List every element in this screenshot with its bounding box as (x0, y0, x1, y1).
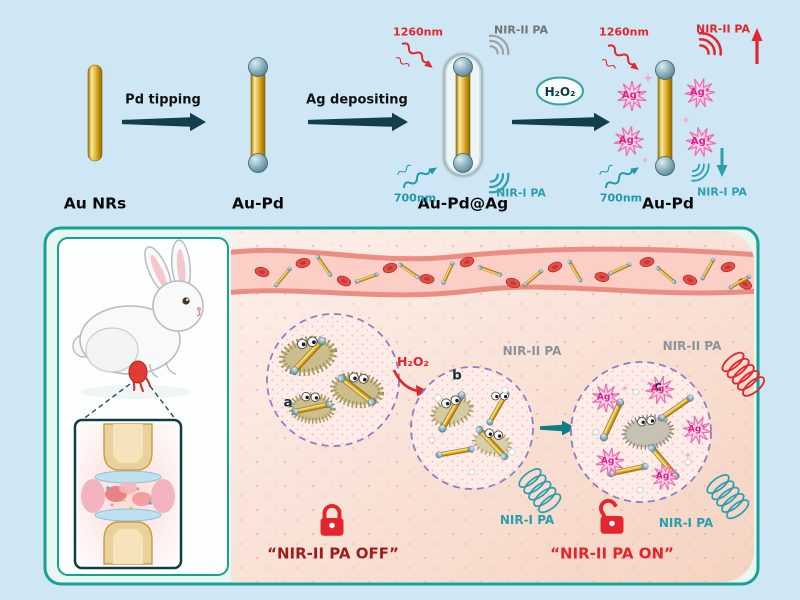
nir2-pa-label-red: NIR-II PA (696, 22, 750, 36)
zoom-pointer-line (81, 383, 131, 421)
degrading-cluster (471, 424, 513, 463)
nir1-pa-label: NIR-I PA (496, 186, 546, 200)
reaction-arrow-h2o2 (512, 112, 610, 132)
joint-inset (73, 418, 183, 570)
circle-b-label: b (452, 367, 462, 384)
wound (128, 360, 151, 392)
nir1-decrease-arrow (716, 148, 728, 177)
photon-1260nm-arrow-2 (604, 41, 643, 74)
nir1-pa-label-b: NIR-I PA (499, 513, 555, 527)
cartilage-bottom (94, 508, 162, 522)
label-au-nrs: Au NRs (63, 194, 127, 213)
label-700nm: 700nm (393, 191, 437, 205)
in-vivo-panel (43, 226, 768, 586)
ag-ion-label: Ag⁺ (600, 456, 620, 467)
spent-coating-remnant (621, 414, 675, 450)
label-1260nm-2: 1260nm (599, 25, 649, 39)
au-pd-with-ag-ions (611, 61, 719, 176)
ag-ion-label: Ag⁺ (596, 392, 616, 403)
photon-1260nm-arrow (398, 39, 437, 72)
zoom-pointer-line (149, 385, 177, 421)
synthesis-scheme (87, 27, 763, 198)
h2o2-badge-label: H₂O₂ (544, 85, 576, 99)
inflamed-site-a (266, 313, 400, 447)
nir2-off-caption: “NIR-II PA OFF” (267, 544, 399, 563)
ag-ion-label: Ag⁺ (690, 136, 712, 147)
au-nanorod (87, 64, 103, 162)
ag-ion-label: Ag⁺ (621, 90, 643, 101)
blood-vessel (231, 246, 754, 298)
nir2-increase-arrow (751, 28, 763, 64)
nir2-pa-label-b: NIR-II PA (502, 344, 562, 358)
rabbit-ears (144, 239, 191, 294)
reaction-arrow-pd-tipping (122, 112, 206, 132)
nir1-pa-label-c: NIR-I PA (658, 516, 714, 530)
ag-ion-label: Ag⁺ (618, 135, 640, 146)
label-1260nm: 1260nm (393, 25, 443, 39)
nir2-on-caption: “NIR-II PA ON” (550, 544, 674, 563)
release-site-c (570, 361, 714, 503)
synovium-left (81, 479, 105, 513)
nir1-signal-arcs-teal-2 (686, 158, 714, 186)
h2o2-panel-label: H₂O₂ (396, 353, 430, 369)
ag-ion-label: Ag⁺ (655, 471, 675, 482)
uptake-site-b (410, 366, 534, 490)
ag-ion-label: Ag⁺ (650, 384, 670, 395)
rabbit-eye (182, 297, 190, 305)
photon-700nm-arrow (400, 162, 440, 192)
label-au-pd: Au-Pd (232, 194, 284, 213)
rabbit-illustration (72, 239, 204, 399)
degrading-cluster (430, 388, 474, 435)
au-pd-ag-capsule (441, 51, 485, 179)
cartilage-top (94, 470, 162, 484)
nir1-pa-label-2: NIR-I PA (697, 185, 747, 199)
label-700nm-2: 700nm (599, 191, 643, 205)
h2o2-reaction-arrow (392, 369, 429, 396)
reaction-arrow-ag-depositing (308, 112, 408, 132)
label-au-pd-final: Au-Pd (642, 194, 694, 213)
nir2-pa-label-c: NIR-II PA (662, 339, 722, 353)
label-ag-depositing: Ag depositing (306, 92, 408, 108)
synovium-right (151, 479, 175, 513)
label-pd-tipping: Pd tipping (125, 92, 201, 108)
label-au-pd-ag: Au-Pd@Ag (417, 194, 509, 213)
b-to-c-arrow (540, 420, 576, 436)
circle-a-label: a (283, 394, 293, 411)
ag-ion-label: Ag⁺ (689, 87, 711, 98)
circle-c-label: c (653, 378, 663, 395)
photon-700nm-arrow-2 (602, 162, 642, 192)
rabbit-nose (197, 307, 201, 311)
h2o2-badge (536, 76, 584, 106)
ag-ion-label: Ag⁺ (687, 424, 707, 435)
au-pd-nanorod (249, 58, 268, 173)
nir2-pa-label-gray: NIR-II PA (494, 23, 548, 37)
